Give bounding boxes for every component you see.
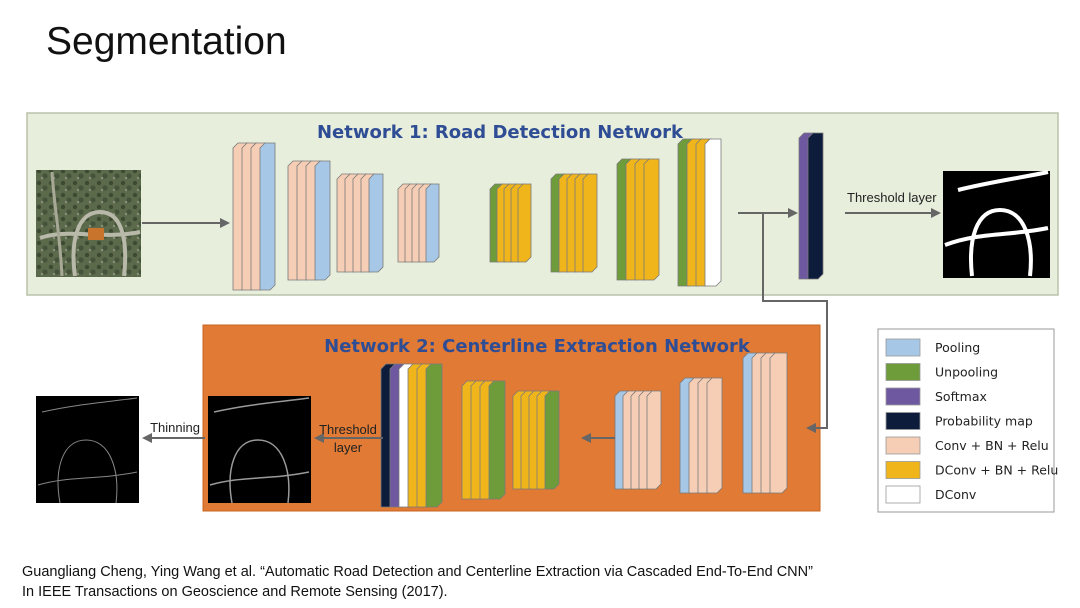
threshold-label-bottom-2: layer: [334, 440, 363, 455]
legend-label: DConv: [935, 487, 977, 502]
legend-label: Unpooling: [935, 365, 998, 380]
threshold-layer-label-top: Threshold layer: [847, 190, 937, 205]
legend-swatch: [886, 388, 920, 405]
network-diagram: Network 1: Road Detection Network Networ…: [0, 0, 1080, 560]
legend-label: DConv + BN + Relu: [935, 463, 1058, 478]
legend-label: Conv + BN + Relu: [935, 438, 1049, 453]
legend-label: Pooling: [935, 340, 980, 355]
legend-swatch: [886, 462, 920, 479]
conv-layer: [707, 378, 722, 493]
legend-swatch: [886, 437, 920, 454]
pooling-layer: [426, 184, 439, 262]
dconv-bn-relu-layer: [583, 174, 597, 272]
dconv-bn-relu-layer: [644, 159, 659, 280]
unpooling-layer: [426, 364, 442, 507]
citation: Guangliang Cheng, Ying Wang et al. “Auto…: [22, 562, 813, 602]
road-mask-output: [943, 171, 1050, 278]
legend-label: Probability map: [935, 414, 1033, 429]
conv-layer: [770, 353, 787, 493]
pooling-layer: [315, 161, 330, 280]
citation-line-1: Guangliang Cheng, Ying Wang et al. “Auto…: [22, 562, 813, 582]
legend-swatch: [886, 413, 920, 430]
pooling-layer: [260, 143, 275, 290]
unpooling-layer: [489, 381, 505, 499]
probability-map-layer: [808, 133, 823, 279]
conv-layer: [647, 391, 661, 489]
legend-label: Softmax: [935, 389, 987, 404]
dconv-bn-relu-layer: [518, 184, 531, 262]
pooling-layer: [369, 174, 383, 272]
citation-line-2: In IEEE Transactions on Geoscience and R…: [22, 582, 813, 602]
aerial-input-image: [36, 170, 141, 277]
dconv-layer: [705, 139, 721, 286]
legend-swatch: [886, 339, 920, 356]
legend-swatch: [886, 486, 920, 503]
threshold-label-bottom-1: Threshold: [319, 422, 377, 437]
network1-title: Network 1: Road Detection Network: [317, 122, 684, 143]
network2-title: Network 2: Centerline Extraction Network: [324, 336, 751, 357]
centerline-threshold-image: [208, 396, 311, 503]
unpooling-layer: [545, 391, 559, 489]
centerline-thinned-image: [36, 396, 139, 503]
thinning-label: Thinning: [150, 420, 200, 435]
legend-swatch: [886, 364, 920, 381]
